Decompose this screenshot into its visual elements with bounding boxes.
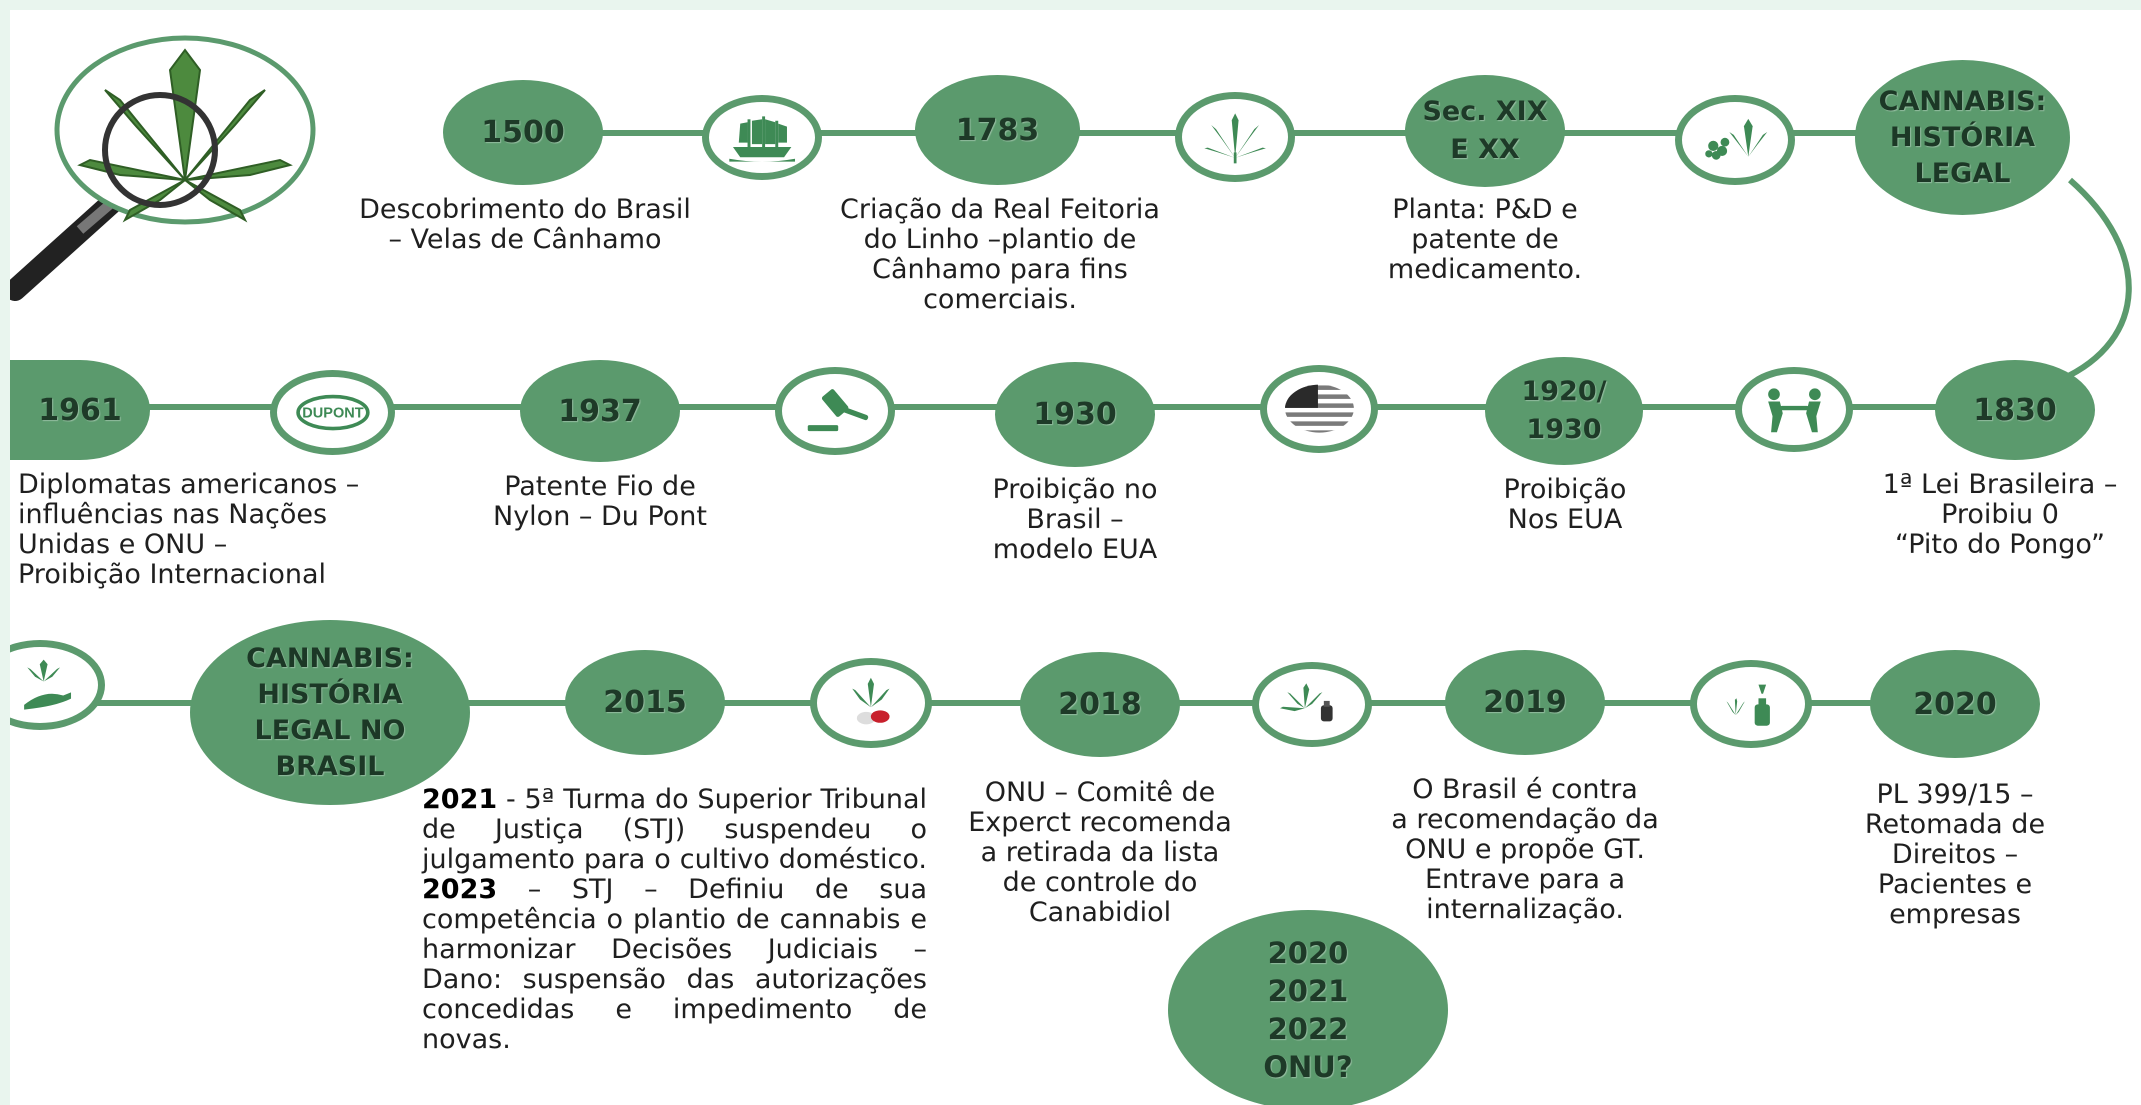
year-1930: 1930 <box>995 362 1155 467</box>
desc-1830: 1ª Lei Brasileira –Proibiu 0“Pito do Pon… <box>1882 469 2118 560</box>
usa-flag-icon <box>1260 365 1378 453</box>
year-2015: 2015 <box>565 650 725 755</box>
year-2018: 2018 <box>1020 652 1180 757</box>
oil-dropper-icon <box>1690 660 1812 748</box>
year-2020: 2020 <box>1870 650 2040 758</box>
dupont-logo-icon: DUPONT <box>270 370 395 455</box>
year-1830: 1830 <box>1935 360 2095 460</box>
year-1920-1930: 1920/1930 <box>1485 357 1643 465</box>
cannabis-seeds-icon <box>1675 95 1795 185</box>
cannabis-leaf-icon <box>1175 92 1295 182</box>
ship-icon <box>702 95 822 180</box>
year-1961: 1961 <box>10 360 150 460</box>
magnifier-cannabis-icon <box>10 35 316 301</box>
handshake-icon <box>1735 367 1853 452</box>
year-1937: 1937 <box>520 360 680 462</box>
year-1783: 1783 <box>915 75 1080 185</box>
desc-1500: Descobrimento do Brasil– Velas de Cânham… <box>359 194 691 255</box>
desc-1961: Diplomatas americanos –influências nas N… <box>18 469 360 590</box>
dupont-logo-text: DUPONT <box>302 406 363 422</box>
cannabis-pills-icon <box>810 658 932 748</box>
cannabis-oil-icon <box>1252 662 1372 747</box>
year-2019: 2019 <box>1445 650 1605 755</box>
year-1500: 1500 <box>443 80 603 185</box>
desc-2015: 2021 - 5ª Turma do Superior Tribunal de … <box>422 784 927 1055</box>
gavel-icon <box>775 367 895 455</box>
timeline-canvas: 1500 Descobrimento do Brasil– Velas de C… <box>10 10 2141 1105</box>
hand-cannabis-icon <box>10 640 105 730</box>
